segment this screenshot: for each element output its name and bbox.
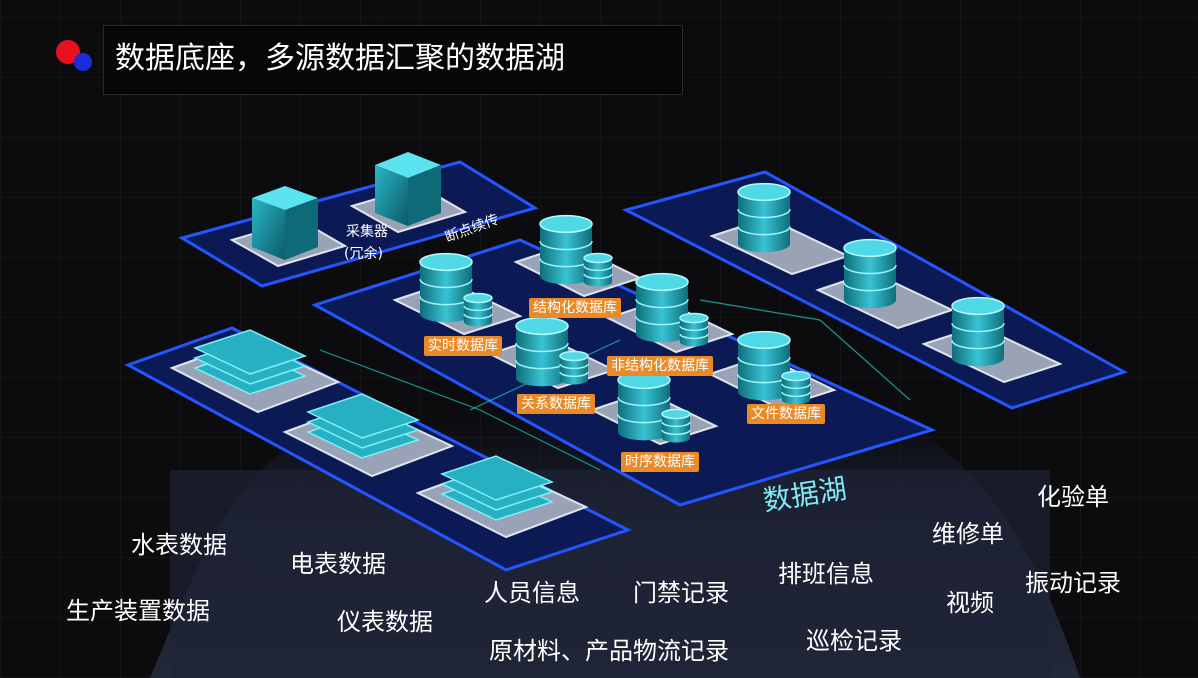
right-cylinder-2-icon	[843, 238, 897, 309]
db-cylinder-2-icon	[635, 272, 689, 343]
title-box	[103, 25, 683, 95]
db-cylinder-small-5-icon	[661, 408, 691, 443]
db-cylinder-0-icon	[419, 252, 473, 323]
db-cylinder-small-1-icon	[583, 252, 613, 287]
tag-realtime-db: 实时数据库	[424, 336, 502, 356]
collector-redundant-label: (冗余)	[344, 246, 383, 262]
stack-2-icon	[306, 393, 421, 459]
tag-structured-db: 结构化数据库	[529, 298, 621, 318]
collector-box-2-icon	[375, 152, 441, 226]
collector-box-1-icon	[252, 186, 318, 260]
source-personnel: 人员信息	[484, 579, 580, 607]
tag-file-db: 文件数据库	[747, 404, 825, 424]
db-cylinder-1-icon	[539, 214, 593, 285]
db-cylinder-small-2-icon	[679, 312, 709, 347]
source-production-unit: 生产装置数据	[66, 597, 210, 625]
tag-relational-db: 关系数据库	[517, 394, 595, 414]
db-cylinder-small-4-icon	[781, 370, 811, 405]
flow-line-2	[699, 299, 911, 401]
page-title: 数据底座，多源数据汇聚的数据湖	[115, 41, 565, 76]
db-cylinder-small-0-icon	[463, 292, 493, 327]
tag-unstructured-db: 非结构化数据库	[607, 356, 713, 376]
tag-timeseries-db: 时序数据库	[621, 452, 699, 472]
source-maintenance: 维修单	[932, 520, 1004, 548]
source-video: 视频	[946, 589, 994, 617]
db-cylinder-4-icon	[737, 330, 791, 401]
source-electric-meter: 电表数据	[290, 550, 386, 578]
source-instrument: 仪表数据	[337, 608, 433, 636]
source-logistics: 原材料、产品物流记录	[489, 637, 729, 665]
collector-label: 采集器	[346, 224, 388, 240]
stack-3-icon	[440, 455, 555, 521]
right-cylinder-1-icon	[737, 182, 791, 253]
source-inspection: 巡检记录	[806, 627, 902, 655]
blue-dot-icon	[74, 53, 92, 71]
stack-1-icon	[192, 329, 308, 395]
source-water-meter: 水表数据	[131, 531, 227, 559]
source-access-control: 门禁记录	[633, 579, 729, 607]
right-cylinder-3-icon	[951, 296, 1005, 367]
flow-line-1	[319, 349, 601, 471]
source-lab-report: 化验单	[1037, 483, 1109, 511]
source-shift-schedule: 排班信息	[778, 560, 874, 588]
db-cylinder-small-3-icon	[559, 350, 589, 385]
source-vibration: 振动记录	[1025, 569, 1121, 597]
database-cylinders	[419, 182, 1005, 443]
source-fog-band	[170, 470, 1050, 678]
